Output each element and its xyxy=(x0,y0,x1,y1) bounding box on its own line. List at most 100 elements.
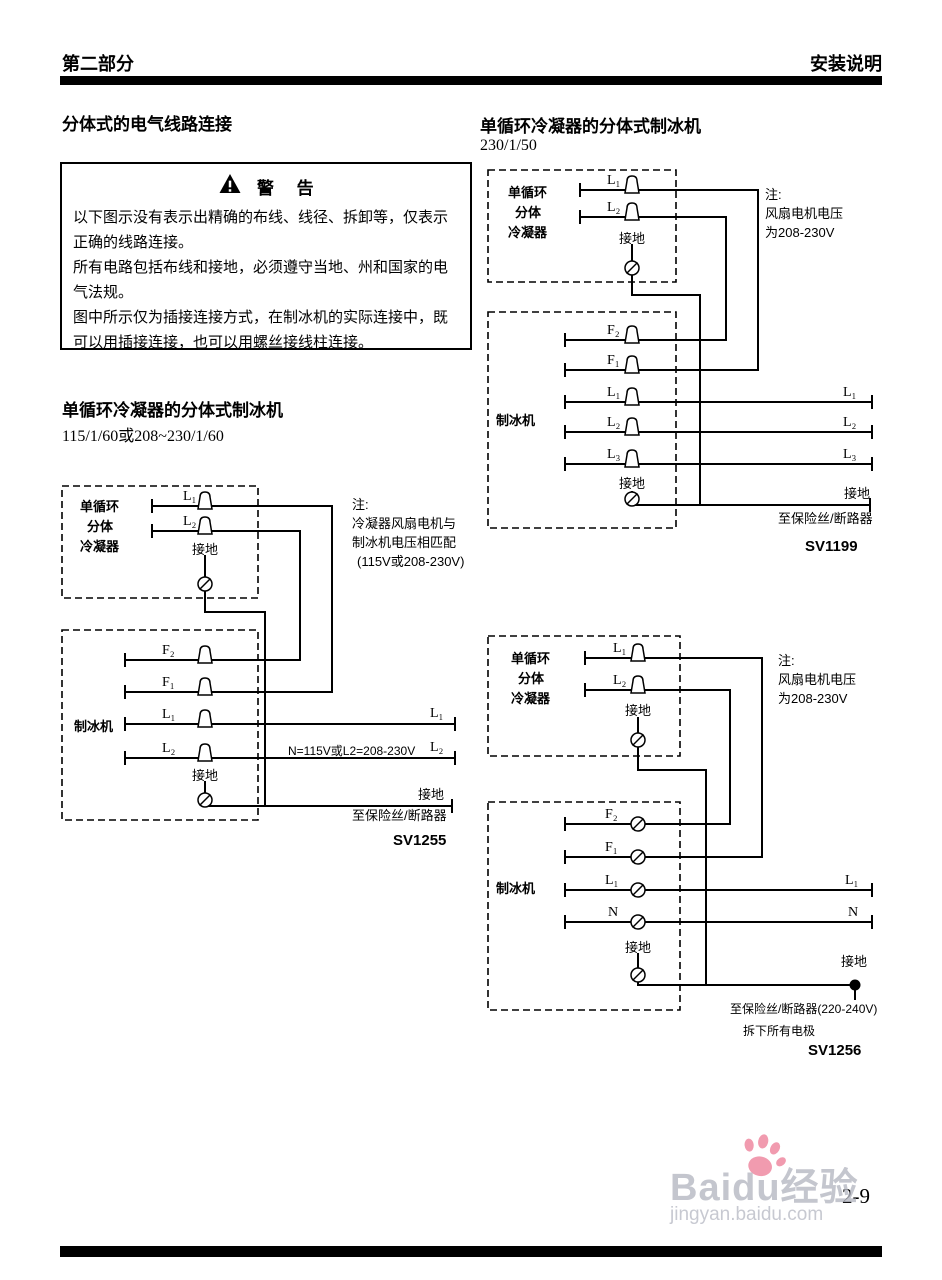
condenser-label-line: 单循环 xyxy=(80,499,120,514)
plug-connector-icon xyxy=(624,202,640,221)
ground-screw-icon xyxy=(624,491,640,507)
ground-label: 接地 xyxy=(625,940,652,955)
wire-lines xyxy=(124,505,456,807)
screw-terminal-icon xyxy=(630,914,646,930)
wire-label-l1-right: L₁ xyxy=(430,706,444,721)
warning-icon xyxy=(219,173,241,194)
wire-label-f2: F₂ xyxy=(607,323,620,338)
wire-label-l2: L₂ xyxy=(607,415,621,430)
ice-machine-dashed-box xyxy=(487,801,681,1011)
ground-screw-icon xyxy=(630,967,646,983)
warning-line: 正确的线路连接。 xyxy=(73,234,194,251)
condenser-dashed-box xyxy=(487,169,677,283)
plug-connector-icon xyxy=(197,709,213,728)
condenser-dashed-box xyxy=(487,635,681,757)
note-line: 为208-230V xyxy=(778,691,848,706)
diagram-subtitle: 115/1/60或208~230/1/60 xyxy=(62,428,224,445)
wire-label-l1: L₁ xyxy=(605,873,619,888)
ground-terminal-dot xyxy=(849,979,861,991)
plug-connector-icon xyxy=(630,675,646,694)
fuse-note: 至保险丝/断路器 xyxy=(778,511,873,526)
wire-label-f1: F₁ xyxy=(607,353,620,368)
ice-machine-label: 制冰机 xyxy=(496,413,536,428)
warning-box: 警 告 以下图示没有表示出精确的布线、线径、拆卸等，仅表示 正确的线路连接。 所… xyxy=(60,162,472,351)
condenser-label-line: 分体 xyxy=(515,205,542,220)
screw-terminal-icon xyxy=(630,882,646,898)
plug-connector-icon xyxy=(197,743,213,762)
figure-id: SV1199 xyxy=(805,538,858,555)
ice-machine-dashed-box xyxy=(487,311,677,529)
wire-end-ticks xyxy=(564,183,873,512)
condenser-label-line: 冷凝器 xyxy=(80,539,120,554)
wire-label-n: N xyxy=(608,905,619,920)
wire-label-l1: L₁ xyxy=(183,489,197,504)
ground-screw-icon xyxy=(197,792,213,808)
ground-label: 接地 xyxy=(619,231,646,246)
condenser-label-line: 冷凝器 xyxy=(511,691,551,706)
note-line: 为208-230V xyxy=(765,225,835,240)
ground-label: 接地 xyxy=(625,703,652,718)
wire-label-l3: L₃ xyxy=(607,447,621,462)
wire-label-l1-right: L₁ xyxy=(845,873,859,888)
wire-lines xyxy=(564,657,873,1000)
figure-id: SV1256 xyxy=(808,1042,862,1059)
warning-header: 警 告 xyxy=(62,173,470,199)
diagram-title: 单循环冷凝器的分体式制冰机 xyxy=(480,117,701,136)
section-heading: 分体式的电气线路连接 xyxy=(62,115,232,134)
wire-label-f2: F₂ xyxy=(162,643,175,658)
wire-label-f1: F₁ xyxy=(605,840,618,855)
wire-label-l2: L₂ xyxy=(607,200,621,215)
warning-line: 以下图示没有表示出精确的布线、线径、拆卸等，仅表示 xyxy=(73,209,449,226)
page-number: 2-9 xyxy=(842,1184,870,1208)
warning-line: 所有电路包括布线和接地，必须遵守当地、州和国家的电 xyxy=(73,259,449,276)
plug-connector-icon xyxy=(624,325,640,344)
note-line: 注: xyxy=(352,497,369,512)
plug-connector-icon xyxy=(624,387,640,406)
note-line: 制冰机电压相匹配 xyxy=(352,535,457,550)
wire-end-ticks xyxy=(124,499,456,813)
wire-label-l3-right: L₃ xyxy=(843,447,857,462)
header-rule xyxy=(60,76,882,85)
wire-label-l1-right: L₁ xyxy=(843,385,857,400)
warning-text: 以下图示没有表示出精确的布线、线径、拆卸等，仅表示 正确的线路连接。 所有电路包… xyxy=(73,205,448,355)
wire-label-l2: L₂ xyxy=(162,741,176,756)
voltage-note: N=115V或L2=208-230V xyxy=(288,744,416,758)
baidu-watermark-brand: Baidu经验 xyxy=(670,1167,859,1209)
note-line: 注: xyxy=(778,653,795,668)
note-line: 风扇电机电压 xyxy=(765,206,844,221)
ground-screw-icon xyxy=(197,576,213,592)
screw-terminal-icon xyxy=(630,849,646,865)
condenser-label-line: 分体 xyxy=(87,519,114,534)
wire-label-l2: L₂ xyxy=(613,673,627,688)
ground-label-right: 接地 xyxy=(844,486,871,501)
paw-icon xyxy=(744,1134,786,1177)
plug-connector-icon xyxy=(197,645,213,664)
plug-connector-icon xyxy=(624,449,640,468)
plug-connector-icon xyxy=(624,417,640,436)
wire-label-l2-right: L₂ xyxy=(843,415,857,430)
condenser-label-line: 冷凝器 xyxy=(508,225,548,240)
plug-connector-icon xyxy=(197,677,213,696)
header-section-label: 第二部分 xyxy=(62,54,134,74)
screw-terminal-icon xyxy=(630,816,646,832)
plug-connector-icon xyxy=(624,175,640,194)
figure-id: SV1255 xyxy=(393,832,447,849)
plug-connector-icon xyxy=(624,355,640,374)
wire-label-l2: L₂ xyxy=(183,514,197,529)
wire-label-f2: F₂ xyxy=(605,807,618,822)
footer-rule xyxy=(60,1246,882,1257)
note-line: 冷凝器风扇电机与 xyxy=(352,516,457,531)
plug-connector-icon xyxy=(197,516,213,535)
ground-screw-icon xyxy=(630,732,646,748)
wire-label-l1: L₁ xyxy=(613,641,627,656)
plug-connector-icon xyxy=(630,643,646,662)
wire-label-l1: L₁ xyxy=(607,173,621,188)
warning-line: 可以用插接连接，也可以用螺丝接线柱连接。 xyxy=(73,334,374,351)
remove-electrodes-note: 拆下所有电极 xyxy=(743,1024,816,1038)
note-line: 注: xyxy=(765,187,782,202)
ground-label-right: 接地 xyxy=(418,787,445,802)
wire-label-n-right: N xyxy=(848,905,859,920)
warning-line: 气法规。 xyxy=(73,284,134,301)
ice-machine-label: 制冰机 xyxy=(496,881,536,896)
